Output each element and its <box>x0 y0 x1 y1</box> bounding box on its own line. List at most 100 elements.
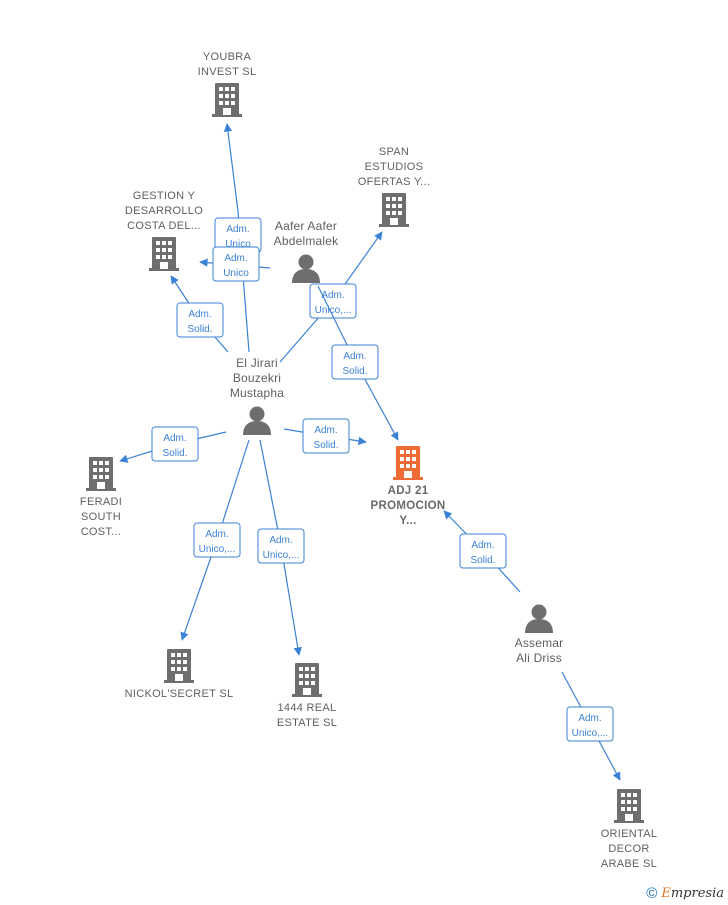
node-span[interactable]: SPAN ESTUDIOS OFERTAS Y... <box>358 146 430 227</box>
node-nickol[interactable]: NICKOL'SECRET SL <box>125 649 234 700</box>
node-label-line: Ali Driss <box>516 651 562 665</box>
node-adj21[interactable]: ADJ 21 PROMOCION Y... <box>371 446 446 527</box>
edge-label-box <box>151 426 199 462</box>
edge-role-label[interactable]: Adm. Unico,... <box>257 528 305 564</box>
edge-label-text: Solid. <box>470 555 495 566</box>
node-label-line: SPAN <box>379 146 409 158</box>
edge-role-label[interactable]: Adm.Unico,... <box>566 706 614 742</box>
node-label-line: Abdelmalek <box>274 234 340 248</box>
edge-line <box>223 123 250 353</box>
edge-aafer-to-adj21: Adm. Solid. <box>317 285 399 441</box>
person-icon <box>243 406 271 435</box>
edge-label-text: Unico <box>223 268 249 279</box>
edge-label-box <box>257 528 305 564</box>
edge-role-label[interactable]: Adm. Unico <box>212 246 260 282</box>
node-label-line: YOUBRA <box>203 51 252 63</box>
node-label-line: Mustapha <box>230 386 284 400</box>
edge-label-text: Adm. <box>578 713 601 724</box>
edge-label-text: Adm. <box>163 433 186 444</box>
edge-label-box <box>566 706 614 742</box>
edge-role-label[interactable]: Adm.Solid. <box>302 418 350 454</box>
edge-role-label[interactable]: Adm. Solid. <box>176 302 224 338</box>
edge-label-text: Solid. <box>162 448 187 459</box>
copyright-icon: © <box>646 885 658 902</box>
edge-label-box <box>176 302 224 338</box>
node-label-line: SOUTH <box>81 511 121 523</box>
node-label-line: Y... <box>399 515 416 527</box>
node-label-line: Bouzekri <box>233 371 281 385</box>
edge-assemar-to-oriental: Adm.Unico,... <box>561 671 621 781</box>
node-label-line: GESTION Y <box>133 190 196 202</box>
edge-label-text: Adm. <box>205 529 228 540</box>
person-icon <box>525 604 553 633</box>
person-icon <box>292 254 320 283</box>
building-icon <box>292 663 322 697</box>
building-icon <box>379 193 409 227</box>
node-youbra[interactable]: YOUBRA INVEST SL <box>198 51 257 117</box>
node-label-line: PROMOCION <box>371 500 446 512</box>
edge-role-label[interactable]: Adm.Unico,... <box>309 283 357 319</box>
edge-label-text: Solid. <box>313 440 338 451</box>
brand-watermark: © Empresia <box>646 885 724 902</box>
node-label-line: INVEST SL <box>198 66 257 78</box>
building-icon <box>164 649 194 683</box>
node-label-line: ESTATE SL <box>277 717 337 729</box>
edge-eljirari-to-span: Adm.Unico,... <box>279 231 383 363</box>
node-label-line: ARABE SL <box>601 858 657 870</box>
node-label-line: ADJ 21 <box>388 485 429 497</box>
node-label-line: DESARROLLO <box>125 205 203 217</box>
edge-eljirari-to-feradi: Adm. Solid. <box>119 426 227 463</box>
edge-assemar-to-adj21: Adm. Solid. <box>443 510 521 593</box>
edge-role-label[interactable]: Adm. Unico,... <box>193 522 241 558</box>
building-icon <box>212 83 242 117</box>
edge-label-text: Adm. <box>269 535 292 546</box>
edge-label-text: Adm. <box>226 224 249 235</box>
node-label-line: Aafer Aafer <box>275 219 337 233</box>
edge-label-box <box>331 344 379 380</box>
node-label-line: OFERTAS Y... <box>358 176 430 188</box>
node-label-line: Assemar <box>515 636 564 650</box>
building-icon <box>393 446 423 480</box>
node-label-line: DECOR <box>608 843 649 855</box>
building-icon <box>86 457 116 491</box>
edge-aafer-to-gestion: Adm. Unico <box>199 246 271 282</box>
edge-label-text: Adm. <box>471 540 494 551</box>
edge-label-box <box>459 533 507 569</box>
edge-label-text: Adm. <box>321 290 344 301</box>
edge-eljirari-to-nickol: Adm. Unico,... <box>180 439 250 641</box>
node-label-line: FERADI <box>80 496 122 508</box>
node-label-line: ESTUDIOS <box>365 161 424 173</box>
node-oriental[interactable]: ORIENTAL DECOR ARABE SL <box>601 789 658 870</box>
node-label-line: 1444 REAL <box>278 702 337 714</box>
edge-role-label[interactable]: Adm. Solid. <box>459 533 507 569</box>
node-feradi[interactable]: FERADISOUTHCOST... <box>80 457 122 538</box>
edge-label-text: Solid. <box>342 366 367 377</box>
edge-label-text: Unico <box>225 239 251 250</box>
node-label-line: NICKOL'SECRET SL <box>125 688 234 700</box>
edge-label-text: Adm. <box>343 351 366 362</box>
edge-label-text: Solid. <box>187 324 212 335</box>
edge-label-box <box>302 418 350 454</box>
node-real1444[interactable]: 1444 REAL ESTATE SL <box>277 663 337 729</box>
edge-role-label[interactable]: Adm. Solid. <box>331 344 379 380</box>
edge-label-box <box>193 522 241 558</box>
edge-eljirari-to-gestion: Adm. Solid. <box>170 275 229 353</box>
edge-eljirari-to-youbra: Adm. Unico <box>214 123 262 353</box>
node-label-line: El Jirari <box>236 356 278 370</box>
edge-role-label[interactable]: Adm. Solid. <box>151 426 199 462</box>
brand-name: Empresia <box>661 886 724 901</box>
edge-label-text: Adm. <box>188 309 211 320</box>
edge-label-text: Unico,... <box>263 550 300 561</box>
edge-label-text: Adm. <box>224 253 247 264</box>
edge-eljirari-to-real1444: Adm. Unico,... <box>257 439 305 656</box>
building-icon <box>149 237 179 271</box>
edge-label-text: Unico,... <box>199 544 236 555</box>
edge-eljirari-to-adj21: Adm.Solid. <box>283 418 367 454</box>
building-icon <box>614 789 644 823</box>
node-label-line: ORIENTAL <box>601 828 658 840</box>
